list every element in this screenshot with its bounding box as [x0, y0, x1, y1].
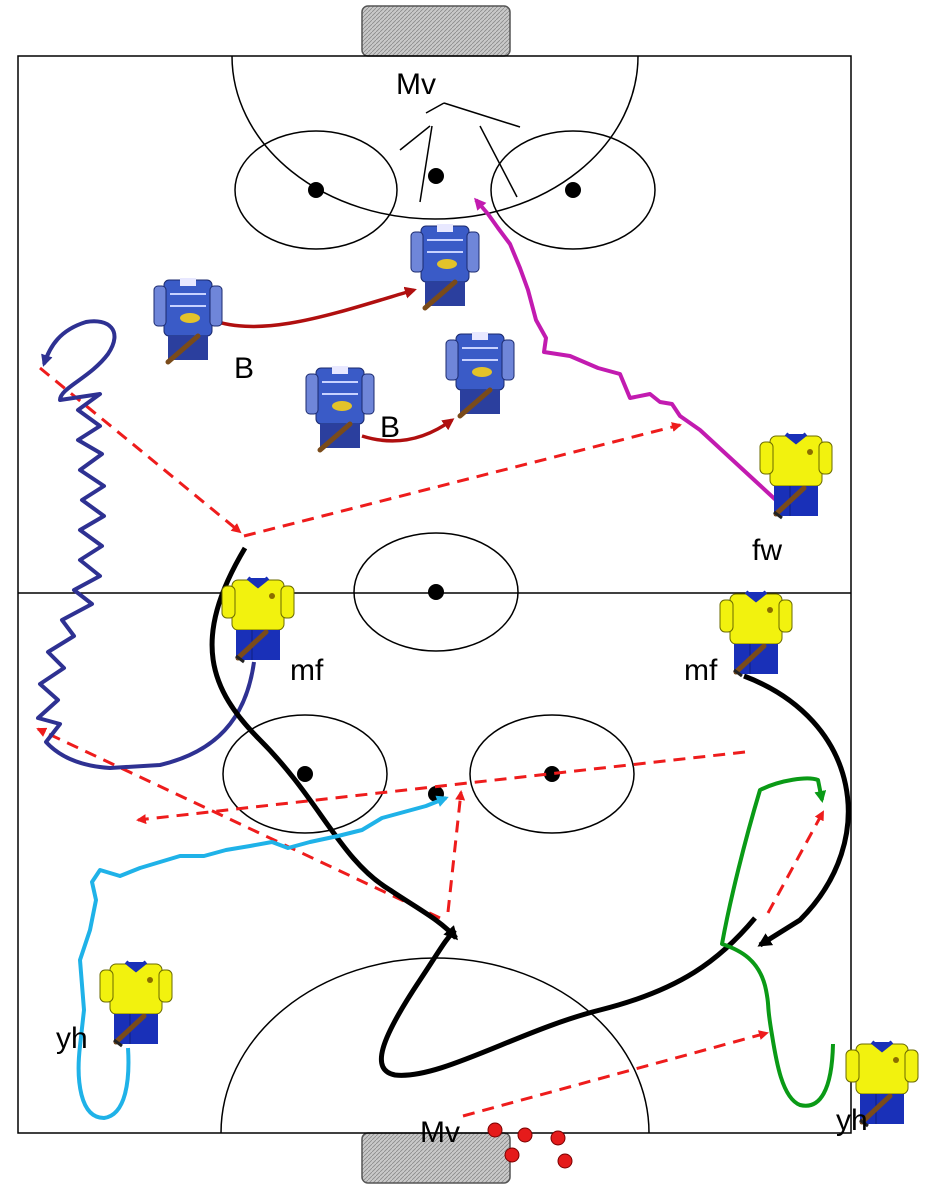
label-mf: mf [290, 654, 324, 687]
label-yh: yh [836, 1104, 868, 1137]
ball-icon [550, 1130, 566, 1146]
run-path-darkred [361, 418, 455, 443]
goal-icon [361, 5, 511, 57]
pitch [17, 55, 852, 1134]
top-penalty-arc [231, 55, 639, 220]
yellow-jersey-player-icon [100, 962, 172, 1046]
run-path-navy [36, 319, 256, 770]
pass-arrow [446, 790, 466, 913]
bottom-penalty-arc [220, 957, 650, 1134]
field-boundary [17, 55, 852, 1134]
ball-icon [517, 1127, 533, 1143]
pass-arrow [36, 727, 441, 920]
bottom-right-circle [469, 714, 635, 834]
run-path-green [720, 776, 835, 1108]
label-mv-bottom: Mv [420, 1116, 460, 1149]
field-spots [297, 168, 581, 802]
yellow-jersey-player-icon [760, 434, 832, 518]
pass-arrow [766, 810, 825, 914]
label-b: B [380, 411, 400, 444]
run-path-black [209, 546, 458, 941]
label-mf: mf [684, 654, 718, 687]
label-fw: fw [752, 534, 782, 567]
goalkeeper-marker-lines [399, 102, 521, 203]
run-path-black [378, 916, 757, 1078]
run-path-darkred [205, 286, 417, 329]
pass-arrow [243, 422, 682, 538]
label-mv-top: Mv [396, 68, 436, 101]
run-path-magenta [474, 197, 780, 504]
label-b: B [234, 352, 254, 385]
ball-icon [487, 1122, 503, 1138]
ball-group [487, 1122, 573, 1169]
top-right-circle [490, 130, 656, 250]
yellow-jersey-player-icon [720, 592, 792, 676]
yellow-jersey-player-icon [222, 578, 294, 662]
run-path-black [743, 673, 851, 948]
blue-jersey-player-icon [411, 224, 479, 308]
run-path-cyan [76, 795, 449, 1120]
pass-arrow [39, 366, 242, 534]
label-yh: yh [56, 1022, 88, 1055]
bottom-left-circle [222, 714, 388, 834]
center-circle [353, 532, 519, 652]
ball-icon [504, 1147, 520, 1163]
pass-lines [36, 366, 825, 1118]
top-left-circle [234, 130, 398, 250]
pass-arrow [136, 750, 746, 825]
pass-arrow [462, 1030, 769, 1118]
blue-jersey-player-icon [154, 278, 222, 362]
ball-icon [557, 1153, 573, 1169]
blue-jersey-player-icon [446, 332, 514, 416]
